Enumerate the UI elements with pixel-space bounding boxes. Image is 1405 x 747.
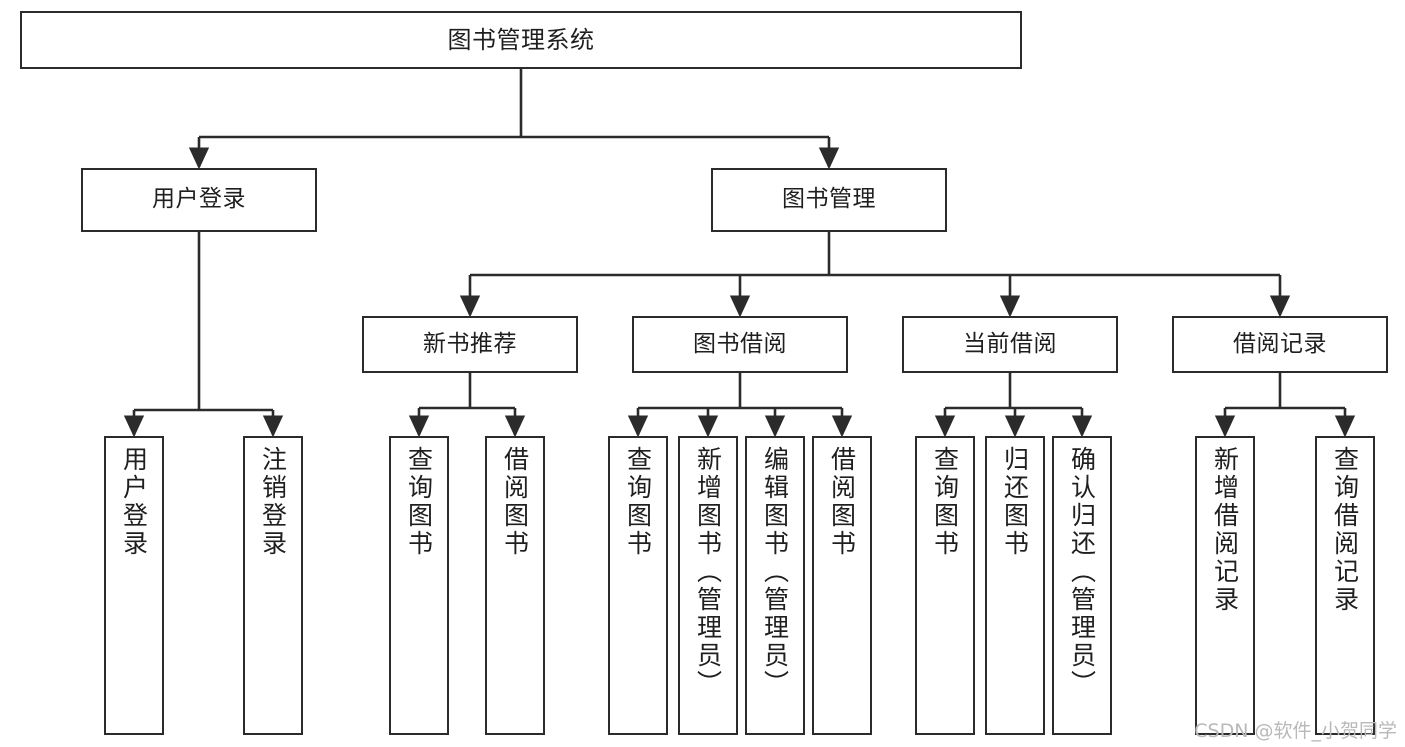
node-leaf-user-login[interactable]: 用户登录: [104, 436, 164, 735]
node-leaf-query-books-current[interactable]: 查询图书: [915, 436, 975, 735]
node-label: 用户登录: [152, 186, 246, 213]
node-root-book-management-system[interactable]: 图书管理系统: [20, 11, 1022, 69]
node-label: 当前借阅: [963, 330, 1057, 357]
node-leaf-logout[interactable]: 注销登录: [243, 436, 303, 735]
node-label: 归还图书: [1000, 446, 1030, 558]
node-label: 新增图书（管理员）: [693, 446, 723, 698]
node-user-login[interactable]: 用户登录: [81, 168, 317, 232]
node-label: 查询图书: [623, 446, 653, 558]
node-leaf-add-borrow-record[interactable]: 新增借阅记录: [1195, 436, 1255, 735]
node-label: 查询图书: [404, 446, 434, 558]
node-leaf-query-borrow-record[interactable]: 查询借阅记录: [1315, 436, 1375, 735]
node-leaf-edit-book-admin[interactable]: 编辑图书（管理员）: [745, 436, 805, 735]
node-label: 用户登录: [119, 446, 149, 558]
node-label: 注销登录: [258, 446, 288, 558]
node-leaf-confirm-return-admin[interactable]: 确认归还（管理员）: [1052, 436, 1112, 735]
node-book-management[interactable]: 图书管理: [711, 168, 947, 232]
node-leaf-query-books-recommend[interactable]: 查询图书: [389, 436, 449, 735]
node-new-book-recommendation[interactable]: 新书推荐: [362, 316, 578, 373]
node-label: 借阅图书: [827, 446, 857, 558]
node-borrowing-records[interactable]: 借阅记录: [1172, 316, 1388, 373]
node-leaf-borrow-books-recommend[interactable]: 借阅图书: [485, 436, 545, 735]
node-label: 查询借阅记录: [1330, 446, 1360, 614]
node-label: 查询图书: [930, 446, 960, 558]
node-label: 借阅记录: [1233, 330, 1327, 357]
node-leaf-borrow-books-borrow[interactable]: 借阅图书: [812, 436, 872, 735]
node-label: 图书借阅: [693, 330, 787, 357]
node-book-borrowing[interactable]: 图书借阅: [632, 316, 848, 373]
node-label: 确认归还（管理员）: [1067, 446, 1097, 698]
node-label: 新书推荐: [423, 330, 517, 357]
node-label: 新增借阅记录: [1210, 446, 1240, 614]
node-leaf-query-books-borrow[interactable]: 查询图书: [608, 436, 668, 735]
node-current-borrowing[interactable]: 当前借阅: [902, 316, 1118, 373]
node-label: 图书管理系统: [447, 25, 595, 54]
node-leaf-add-book-admin[interactable]: 新增图书（管理员）: [678, 436, 738, 735]
node-leaf-return-book[interactable]: 归还图书: [985, 436, 1045, 735]
node-label: 图书管理: [782, 186, 876, 213]
node-label: 编辑图书（管理员）: [760, 446, 790, 698]
node-label: 借阅图书: [500, 446, 530, 558]
